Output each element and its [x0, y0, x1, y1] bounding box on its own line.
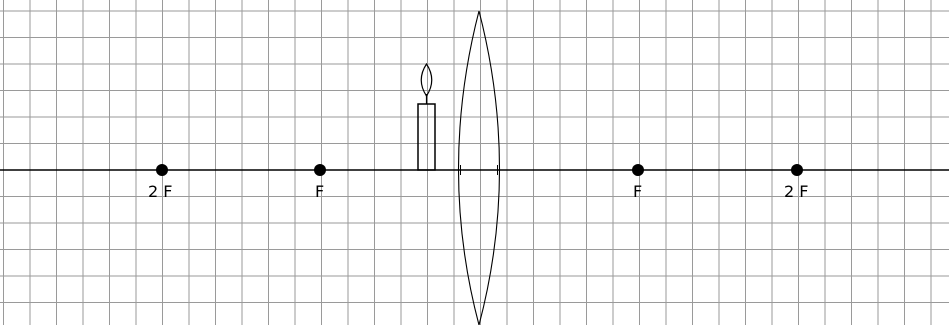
- focal-point-2f-right: [791, 164, 803, 176]
- convex-lens: [457, 10, 501, 325]
- focal-point-2f-left: [156, 164, 168, 176]
- label-f-right: F: [633, 182, 642, 201]
- candle: [417, 62, 436, 171]
- label-2f-left: 2 F: [148, 182, 172, 201]
- focal-point-f-right: [632, 164, 644, 176]
- focal-point-f-left: [314, 164, 326, 176]
- label-f-left: F: [315, 182, 324, 201]
- candle-flame: [420, 62, 433, 98]
- label-2f-right: 2 F: [784, 182, 808, 201]
